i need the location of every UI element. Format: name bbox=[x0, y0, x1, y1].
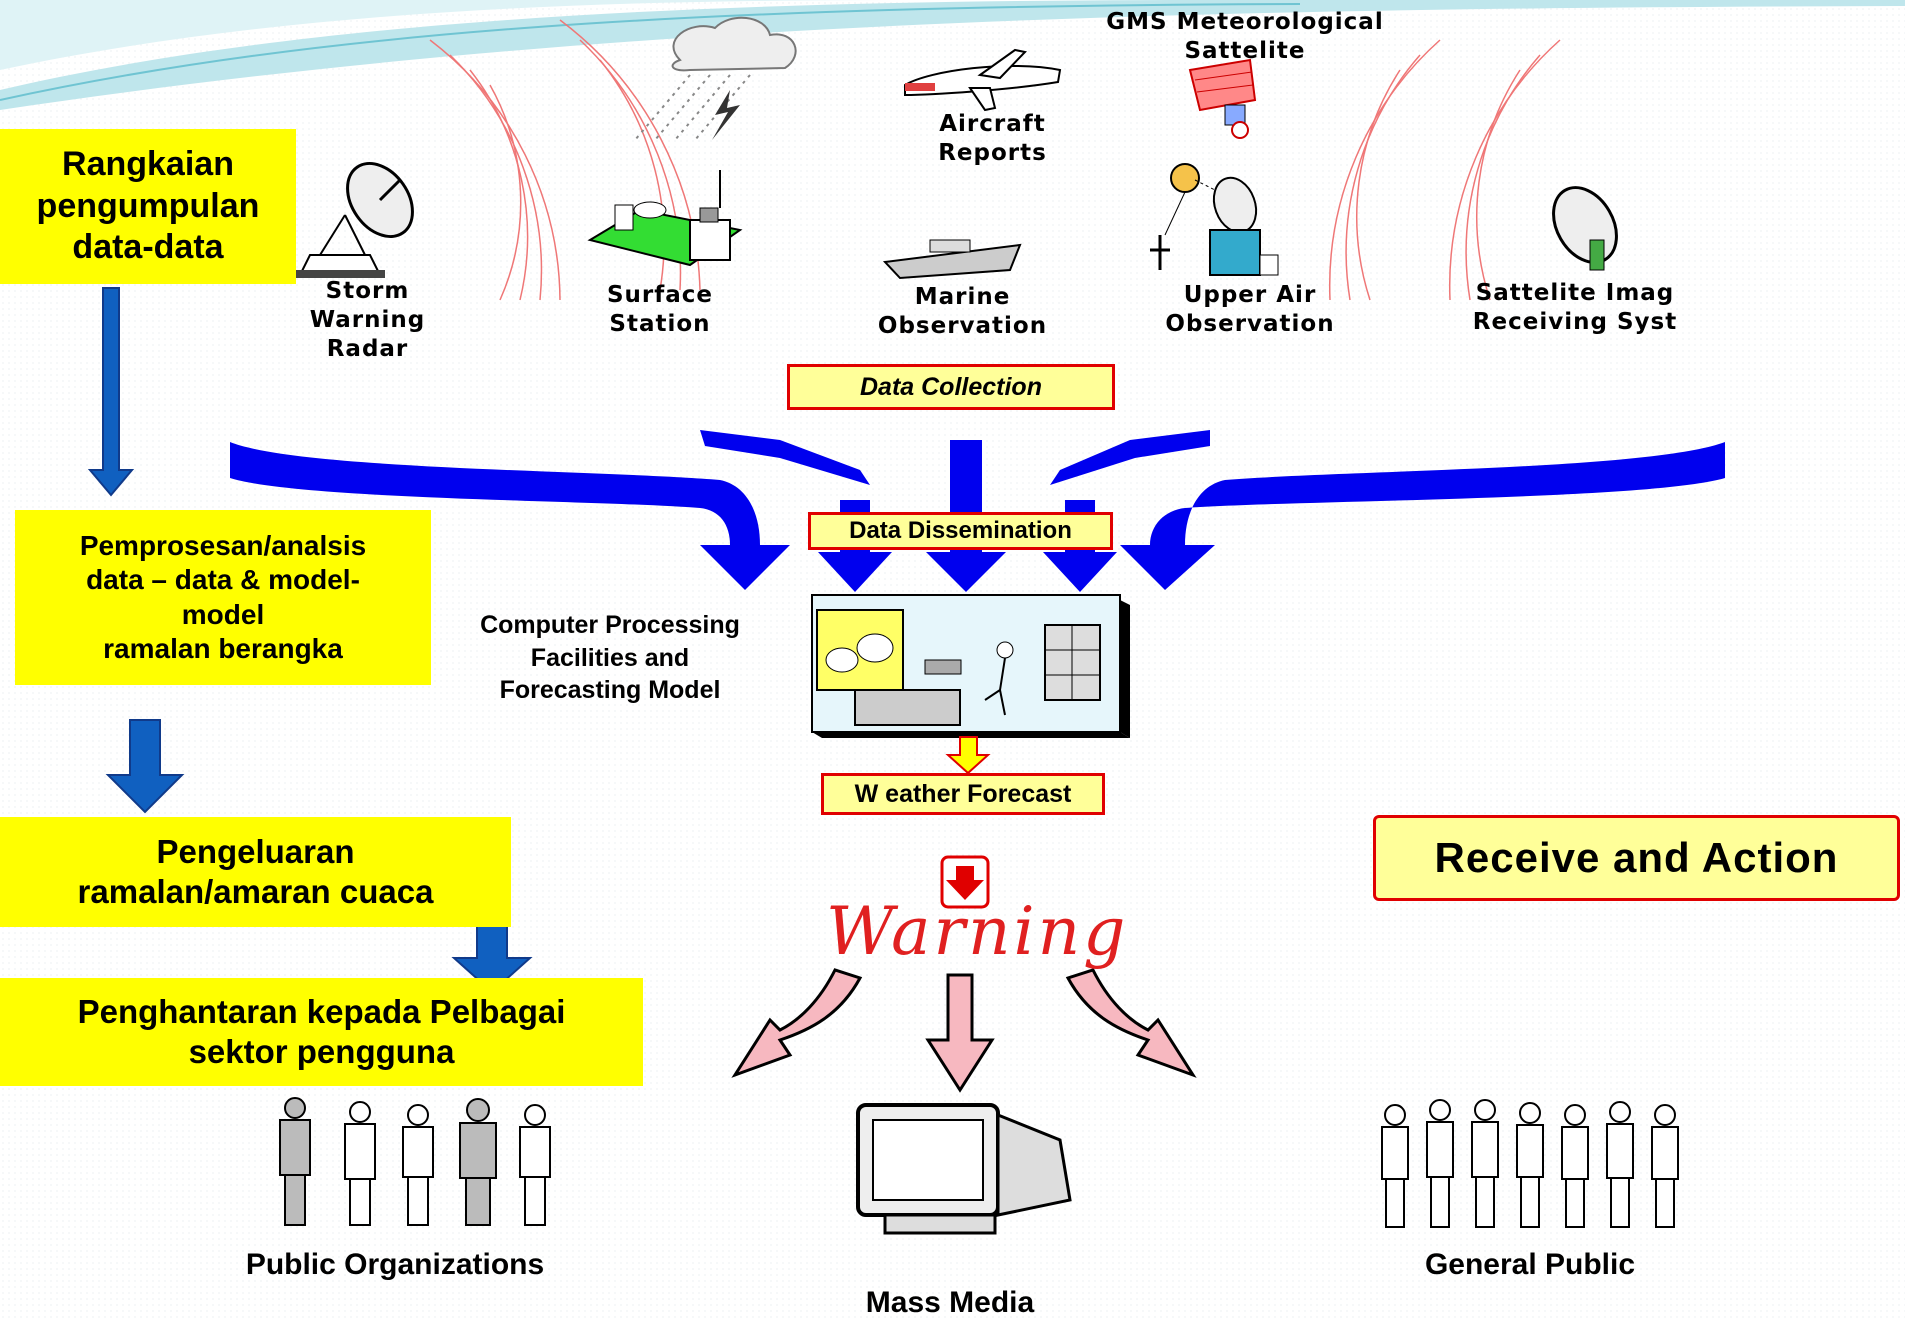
weather-forecast-box: W eather Forecast bbox=[821, 773, 1105, 815]
corner-swoosh bbox=[0, 0, 1905, 110]
label-satellite-receiving: Sattelite Imag Receiving Syst bbox=[1472, 280, 1678, 335]
signal-waves-right bbox=[1328, 39, 1561, 301]
label-general-public: General Public bbox=[1424, 1248, 1636, 1281]
storm-cloud-icon bbox=[634, 16, 797, 141]
step-data-collection: Rangkaian pengumpulan data-data bbox=[0, 129, 296, 284]
label-marine-observation: Marine Observation bbox=[877, 284, 1048, 339]
distribution-arrows bbox=[731, 968, 1197, 1093]
label-upper-air: Upper Air Observation bbox=[1165, 282, 1335, 337]
label-mass-media: Mass Media bbox=[865, 1286, 1035, 1319]
aircraft-icon bbox=[904, 48, 1062, 112]
label-storm-radar: Storm Warning Radar bbox=[309, 278, 426, 362]
receive-action-box: Receive and Action bbox=[1373, 815, 1900, 901]
warning-text: Warning bbox=[826, 893, 1129, 970]
step-delivery: Penghantaran kepada Pelbagai sektor peng… bbox=[0, 978, 643, 1086]
data-dissemination-box: Data Dissemination bbox=[808, 512, 1113, 550]
label-surface-station: Surface Station bbox=[606, 282, 714, 337]
computer-processing-label: Computer Processing Facilities and Forec… bbox=[480, 611, 740, 704]
processing-room-icon bbox=[811, 594, 1130, 738]
label-public-organizations: Public Organizations bbox=[245, 1248, 545, 1281]
people-icon bbox=[279, 1097, 551, 1226]
satellite-icon bbox=[1188, 58, 1257, 139]
warning-arrow-icon bbox=[940, 855, 990, 909]
label-gms-satellite: GMS Meteorological Sattelite bbox=[1106, 9, 1384, 64]
crowd-icon bbox=[1381, 1099, 1679, 1228]
upper-air-icon bbox=[1150, 163, 1279, 276]
radar-dish-icon bbox=[295, 162, 414, 278]
receiving-dish-icon bbox=[1552, 186, 1618, 271]
signal-waves-left bbox=[429, 19, 701, 301]
step-arrow bbox=[105, 719, 185, 814]
step-arrow bbox=[87, 287, 135, 497]
step-data-processing: Pemprosesan/analsis data – data & model-… bbox=[15, 510, 431, 685]
monitor-icon bbox=[856, 1103, 1072, 1235]
step-forecast-issue: Pengeluaran ramalan/amaran cuaca bbox=[0, 817, 511, 927]
surface-station-icon bbox=[587, 170, 743, 267]
ship-icon bbox=[882, 239, 1022, 280]
data-collection-box: Data Collection bbox=[787, 364, 1115, 410]
label-aircraft-reports: Aircraft Reports bbox=[938, 111, 1047, 166]
forecast-arrow bbox=[945, 736, 991, 775]
